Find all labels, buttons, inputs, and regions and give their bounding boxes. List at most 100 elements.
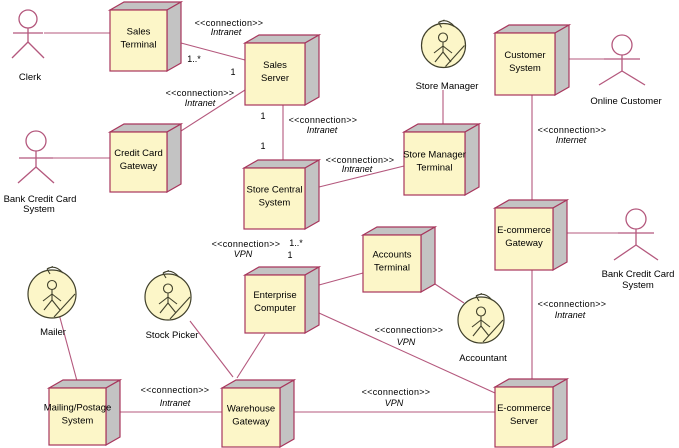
node-label: Customer bbox=[504, 50, 545, 61]
node-store-manager-terminal: Store Manager Terminal bbox=[401, 122, 482, 197]
node-label: Computer bbox=[254, 303, 296, 314]
node-front-face bbox=[244, 274, 306, 334]
node-label: Gateway bbox=[120, 161, 158, 172]
connection-label-enterprise-computer-ecommerce-server: <<connection>> VPN bbox=[375, 325, 444, 347]
connection-network: VPN bbox=[397, 337, 416, 347]
actor-bank-credit-card-left bbox=[17, 130, 55, 184]
node-label: Gateway bbox=[505, 238, 543, 249]
node-front-face bbox=[48, 387, 107, 446]
actor-arm bbox=[42, 293, 53, 302]
actor-head bbox=[611, 34, 633, 56]
connection-network: Intranet bbox=[555, 310, 586, 320]
connection-stereotype: <<connection>> bbox=[326, 155, 395, 165]
actor-label-mailer: Mailer bbox=[40, 327, 66, 338]
actor-arm bbox=[167, 296, 178, 305]
actor-leg bbox=[442, 51, 452, 63]
connection-label-store-central-enterprise-computer: <<connection>> VPN 1..* 1 bbox=[212, 238, 304, 260]
node-credit-card-gateway: Credit Card Gateway bbox=[107, 122, 184, 194]
actor-label-bank-cc-left: Bank Credit Card bbox=[4, 194, 77, 205]
actor-leg bbox=[43, 299, 53, 311]
actor-label-clerk: Clerk bbox=[19, 72, 41, 83]
actor-label-store-manager: Store Manager bbox=[416, 81, 479, 92]
node-ecommerce-server: E-commerce Server bbox=[492, 377, 570, 448]
line-enterprise-computer-accounts-terminal bbox=[318, 272, 364, 286]
node-label: Terminal bbox=[374, 263, 410, 274]
node-label: Credit Card bbox=[114, 148, 163, 159]
connection-network: Intranet bbox=[160, 398, 191, 408]
node-side-face bbox=[554, 23, 570, 97]
line-stock-picker-warehouse-gateway bbox=[189, 320, 234, 378]
connection-label-sales-terminal-sales-server: <<connection>> Intranet 1..* 1 bbox=[187, 18, 263, 77]
connection-stereotype: <<connection>> bbox=[166, 88, 235, 98]
connection-network: VPN bbox=[234, 249, 253, 259]
node-side-face bbox=[304, 265, 320, 335]
actor-leg bbox=[598, 70, 623, 86]
actor-online-customer bbox=[598, 34, 646, 86]
node-enterprise-computer: Enterprise Computer bbox=[242, 265, 322, 335]
node-side-face bbox=[304, 33, 320, 107]
node-front-face bbox=[221, 387, 281, 448]
line-credit-card-gateway-sales-server bbox=[180, 89, 246, 132]
connection-stereotype: <<connection>> bbox=[289, 115, 358, 125]
actor-leg bbox=[635, 244, 659, 261]
line-enterprise-computer-warehouse-gateway bbox=[236, 333, 266, 379]
connection-label-warehouse-gateway-ecommerce-server: <<connection>> VPN bbox=[362, 387, 431, 408]
business-actor-slash bbox=[169, 296, 191, 320]
connection-stereotype: <<connection>> bbox=[212, 239, 281, 249]
connection-network: Internet bbox=[556, 135, 587, 145]
actor-label-bank-cc-left: System bbox=[23, 204, 55, 215]
actor-head bbox=[25, 130, 47, 152]
actor-leg bbox=[434, 51, 444, 63]
node-side-face bbox=[304, 158, 320, 231]
actor-label-bank-cc-right: Bank Credit Card bbox=[602, 269, 675, 280]
multiplicity: 1 bbox=[260, 141, 265, 151]
connection-label-ecommerce-gateway-ecommerce-server: <<connection>> Intranet bbox=[538, 299, 607, 320]
connection-network: Intranet bbox=[342, 164, 373, 174]
business-actor-accountant bbox=[457, 292, 505, 344]
actor-label-bank-cc-right: System bbox=[622, 280, 654, 291]
actor-arm bbox=[51, 293, 62, 302]
node-side-face bbox=[552, 377, 568, 448]
node-customer-system: Customer System bbox=[492, 23, 572, 97]
connection-label-store-central-store-manager-terminal: <<connection>> Intranet bbox=[326, 155, 395, 174]
node-label: Enterprise bbox=[253, 290, 296, 301]
node-mailing-postage-system: Mailing/Postage System bbox=[44, 378, 123, 447]
node-front-face bbox=[494, 32, 556, 96]
node-sales-terminal: Sales Terminal bbox=[107, 0, 184, 73]
actor-label-online-customer: Online Customer bbox=[590, 96, 661, 107]
connection-network: Intranet bbox=[185, 98, 216, 108]
actor-arm bbox=[471, 319, 482, 328]
actor-clerk bbox=[11, 9, 45, 59]
node-label: E-commerce bbox=[497, 403, 551, 414]
actor-leg bbox=[159, 302, 169, 314]
node-side-face bbox=[166, 122, 182, 194]
connection-label-credit-card-gateway-sales-server: <<connection>> Intranet bbox=[166, 88, 235, 108]
connection-stereotype: <<connection>> bbox=[538, 299, 607, 309]
node-front-face bbox=[109, 131, 168, 193]
connection-stereotype: <<connection>> bbox=[362, 387, 431, 397]
node-front-face bbox=[109, 9, 168, 72]
node-front-face bbox=[362, 234, 422, 293]
connection-stereotype: <<connection>> bbox=[375, 325, 444, 335]
actor-leg bbox=[17, 166, 37, 184]
connection-network: Intranet bbox=[307, 125, 338, 135]
node-label: Store Manager bbox=[403, 150, 466, 161]
actor-leg bbox=[11, 41, 29, 59]
multiplicity: 1 bbox=[260, 111, 265, 121]
actor-leg bbox=[480, 325, 490, 337]
line-accounts-terminal-accountant bbox=[434, 283, 465, 304]
line-sales-terminal-sales-server bbox=[180, 42, 246, 61]
connection-label-sales-server-store-central: <<connection>> Intranet 1 1 bbox=[260, 111, 357, 151]
node-label: Terminal bbox=[417, 163, 453, 174]
rotate-arrow-icon bbox=[162, 269, 180, 279]
node-side-face bbox=[279, 378, 295, 448]
business-actor-slash bbox=[445, 45, 465, 67]
multiplicity: 1 bbox=[287, 250, 292, 260]
node-label: E-commerce bbox=[497, 225, 551, 236]
connection-network: Intranet bbox=[211, 27, 242, 37]
node-side-face bbox=[552, 198, 568, 272]
node-label: Server bbox=[261, 73, 289, 84]
multiplicity: 1 bbox=[230, 67, 235, 77]
node-ecommerce-gateway: E-commerce Gateway bbox=[492, 198, 570, 272]
